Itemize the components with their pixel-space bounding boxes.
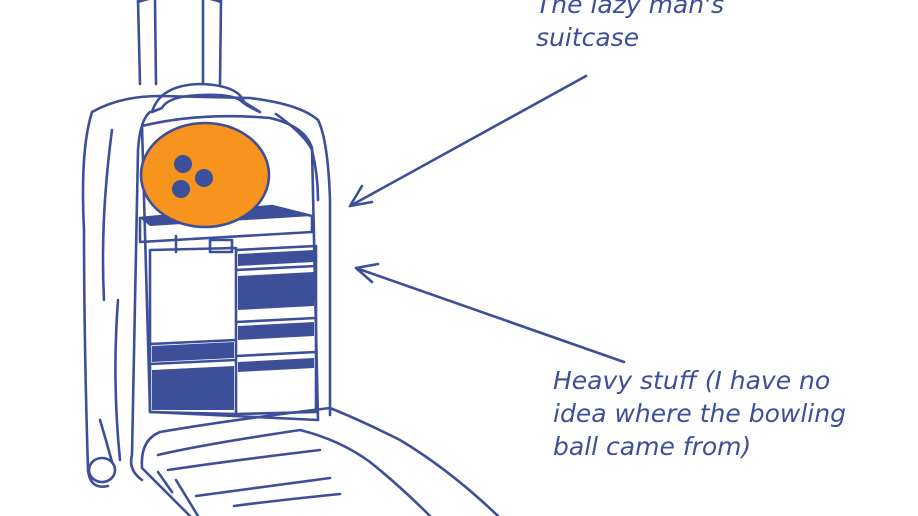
finger-hole (195, 169, 213, 187)
drawer-stack (148, 244, 318, 416)
annotation-line: suitcase (536, 23, 640, 52)
annotation-line: The lazy man's (536, 0, 724, 19)
finger-hole (174, 155, 192, 173)
annotation-heavy-stuff: Heavy stuff (I have no idea where the bo… (553, 364, 846, 463)
finger-hole (172, 180, 190, 198)
annotation-line: idea where the bowling (553, 399, 846, 428)
annotation-line: Heavy stuff (I have no (553, 366, 831, 395)
arrow-to-heavy-stuff (354, 262, 626, 364)
annotation-line: ball came from) (553, 432, 752, 461)
arrow-to-suitcase (348, 74, 588, 208)
interior (140, 114, 320, 422)
telescoping-handle (136, 0, 223, 86)
front-flap (140, 406, 500, 516)
annotation-lazy-suitcase: The lazy man's suitcase (536, 0, 724, 54)
suitcase-shell (81, 94, 332, 488)
dark-panels (140, 206, 314, 410)
wheel-left (87, 456, 117, 484)
bowling-ball (139, 121, 271, 229)
